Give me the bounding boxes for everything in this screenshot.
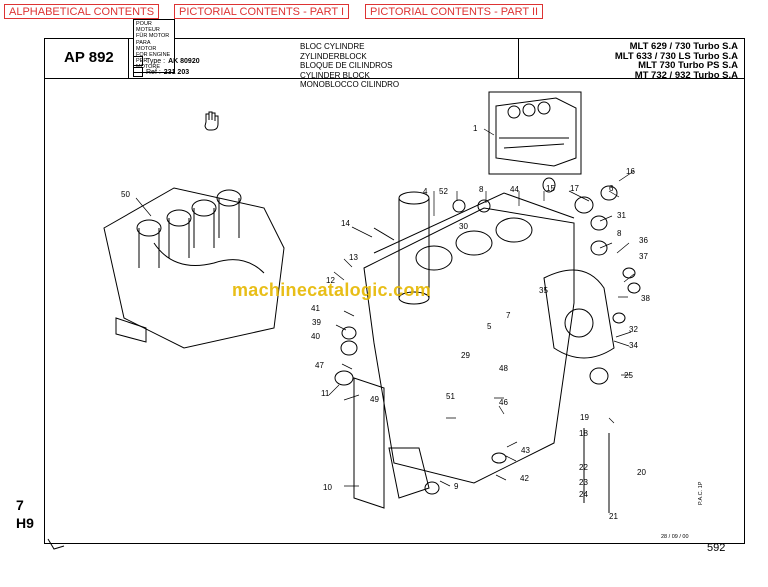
corner-arrow-icon <box>47 538 65 550</box>
for-engine-es: PARA MOTOR <box>136 39 157 52</box>
callout-number: 48 <box>499 364 508 373</box>
for-engine-box: POUR MOTEUR FÜR MOTOR PARA MOTOR FOR ENG… <box>133 19 175 73</box>
title-it: MONOBLOCCO CILINDRO <box>300 80 400 90</box>
model-list: MLT 629 / 730 Turbo S.A MLT 633 / 730 LS… <box>615 42 738 80</box>
callout-number: 22 <box>579 463 588 472</box>
watermark: machinecatalogic.com <box>232 280 432 300</box>
title-es: BLOQUE DE CILINDROS <box>300 61 393 71</box>
callout-number: 21 <box>609 512 618 521</box>
callout-number: 34 <box>629 341 638 350</box>
checkbox-icon <box>133 56 143 66</box>
title-en: CYLINDER BLOCK <box>300 70 370 80</box>
callout-number: 49 <box>370 395 379 404</box>
page-number: 592 <box>707 542 726 554</box>
callout-number: 11 <box>321 389 330 398</box>
pictorial-contents-part2-link[interactable]: PICTORIAL CONTENTS - PART II <box>365 4 544 19</box>
callout-number: 12 <box>326 276 335 285</box>
model-line: MT 732 / 932 Turbo S.A <box>634 69 738 81</box>
callout-number: 42 <box>520 474 529 483</box>
callout-number: 43 <box>521 446 530 455</box>
callout-number: 36 <box>639 236 648 245</box>
page-frame <box>44 38 745 544</box>
callout-number: 32 <box>629 325 638 334</box>
callout-number: 14 <box>341 219 350 228</box>
alphabetical-contents-link[interactable]: ALPHABETICAL CONTENTS <box>4 4 160 19</box>
section-code: H9 <box>16 515 34 531</box>
for-engine-en: FOR ENGINE <box>136 52 171 59</box>
callout-number: 31 <box>617 211 626 220</box>
callout-number: 46 <box>499 398 508 407</box>
callout-number: 25 <box>624 371 633 380</box>
callout-number: 23 <box>579 478 588 487</box>
engine-ref-row: Ref : 231 203 <box>133 67 189 77</box>
small-parts <box>334 177 641 513</box>
type-value: AK 80920 <box>168 57 200 65</box>
section-number: 7 <box>16 497 24 513</box>
callout-number: 35 <box>539 286 548 295</box>
callout-number: 16 <box>626 167 635 176</box>
for-engine-de: FÜR MOTOR <box>136 33 170 40</box>
callout-number: 41 <box>311 304 320 313</box>
callout-number: 51 <box>446 392 455 401</box>
title-fr: BLOC CYLINDRE <box>300 42 365 51</box>
header-col-divider <box>518 38 519 78</box>
model-line: MLT 633 / 730 LS Turbo S.A <box>614 50 738 62</box>
callout-number: 24 <box>579 490 588 499</box>
engine-block-thumbnail <box>488 91 582 175</box>
callout-number: 7 <box>506 311 511 320</box>
leader-lines <box>135 128 635 487</box>
callout-number: 1 <box>473 124 478 133</box>
callout-number: 37 <box>639 252 648 261</box>
callout-number: 40 <box>311 332 320 341</box>
engine-assembly-left <box>103 187 285 349</box>
header-divider <box>44 78 745 79</box>
callout-number: 6 <box>609 184 614 193</box>
cylinder-block-main <box>353 191 615 509</box>
title-de: ZYLINDERBLOCK <box>300 51 367 61</box>
checkbox-icon <box>133 67 143 77</box>
callout-number: 4 <box>423 187 428 196</box>
callout-number: 9 <box>454 482 459 491</box>
callout-number: 30 <box>459 222 468 231</box>
type-label: Type : <box>146 57 166 65</box>
for-engine-fr: POUR MOTEUR <box>136 21 160 34</box>
callout-number: 5 <box>487 322 492 331</box>
engine-type-row: Type : AK 80920 <box>133 56 200 66</box>
callout-number: 50 <box>121 190 130 199</box>
header-col-divider <box>128 38 129 78</box>
for-engine-it: PER MOTORE <box>136 58 161 71</box>
callout-number: 38 <box>641 294 650 303</box>
vertical-code: P.A.C. 1P <box>698 481 704 505</box>
ref-label: Ref : <box>146 68 161 76</box>
callout-number: 47 <box>315 361 324 370</box>
catalog-code: AP 892 <box>64 49 114 66</box>
callout-number: 15 <box>546 184 555 193</box>
callout-number: 19 <box>580 413 589 422</box>
callout-number: 18 <box>579 429 588 438</box>
callout-number: 39 <box>312 318 321 327</box>
revision-date: 28 / 09 / 00 <box>661 534 689 540</box>
callout-number: 20 <box>637 468 646 477</box>
hand-cursor-icon <box>204 111 219 131</box>
callout-number: 44 <box>510 185 519 194</box>
callout-number: 29 <box>461 351 470 360</box>
ref-value: 231 203 <box>163 68 190 76</box>
callout-number: 10 <box>323 483 332 492</box>
callout-number: 13 <box>349 253 358 262</box>
callout-number: 8 <box>479 185 484 194</box>
section-title: BLOC CYLINDRE ZYLINDERBLOCK BLOQUE DE CI… <box>300 42 399 90</box>
callout-number: 17 <box>570 184 579 193</box>
cylinder-block-diagram <box>103 91 641 513</box>
callout-number: 8 <box>617 229 622 238</box>
callout-number: 52 <box>439 187 448 196</box>
model-line: MLT 629 / 730 Turbo S.A <box>629 41 738 52</box>
pictorial-contents-part1-link[interactable]: PICTORIAL CONTENTS - PART I <box>174 4 350 19</box>
model-line: MLT 730 Turbo PS S.A <box>638 60 738 72</box>
